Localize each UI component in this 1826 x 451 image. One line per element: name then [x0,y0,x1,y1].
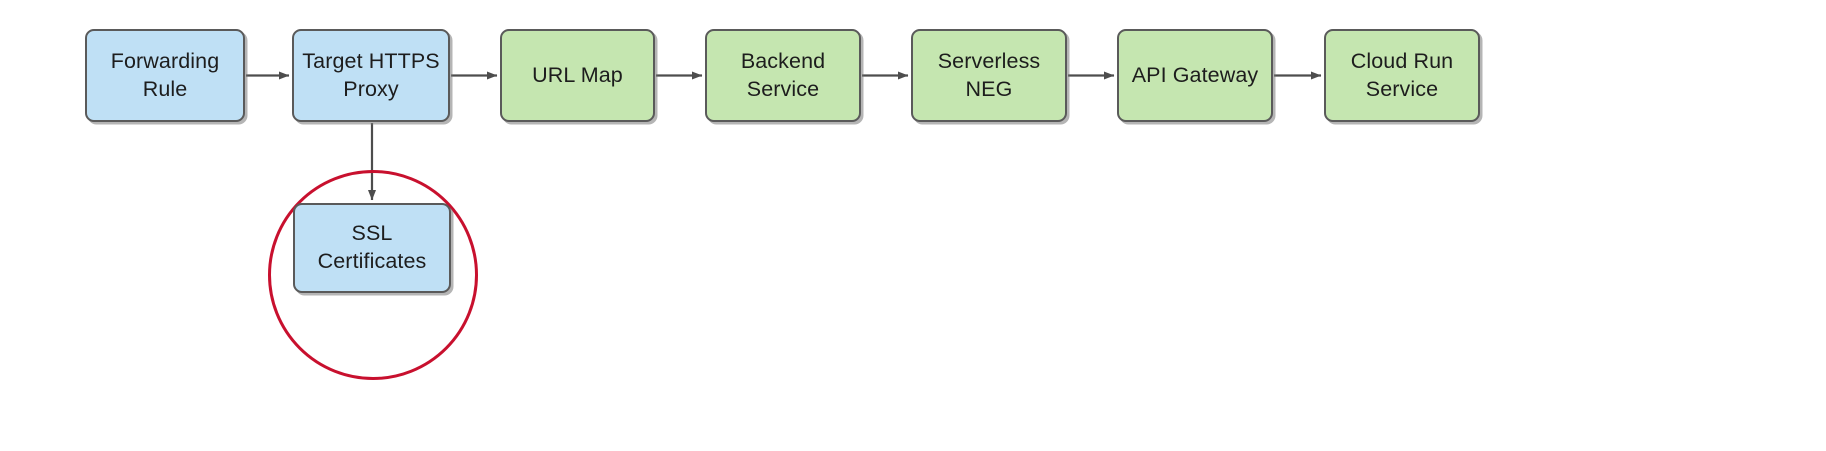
node-label-forwarding-rule: Forwarding Rule [110,48,220,101]
node-backend-service[interactable]: Backend Service [705,29,861,122]
node-forwarding-rule[interactable]: Forwarding Rule [85,29,245,122]
node-ssl-certificates[interactable]: SSL Certificates [293,203,451,293]
node-label-cloud-run-service: Cloud Run Service [1350,48,1454,101]
node-label-serverless-neg: Serverless NEG [937,48,1041,101]
node-cloud-run-service[interactable]: Cloud Run Service [1324,29,1480,122]
node-label-target-https-proxy: Target HTTPS Proxy [302,48,440,101]
node-url-map[interactable]: URL Map [500,29,655,122]
node-label-backend-service: Backend Service [740,48,826,101]
node-serverless-neg[interactable]: Serverless NEG [911,29,1067,122]
node-target-https-proxy[interactable]: Target HTTPS Proxy [292,29,450,122]
node-label-ssl-certificates: SSL Certificates [317,221,427,273]
node-label-api-gateway: API Gateway [1131,62,1259,87]
node-api-gateway[interactable]: API Gateway [1117,29,1273,122]
node-label-url-map: URL Map [532,62,623,87]
